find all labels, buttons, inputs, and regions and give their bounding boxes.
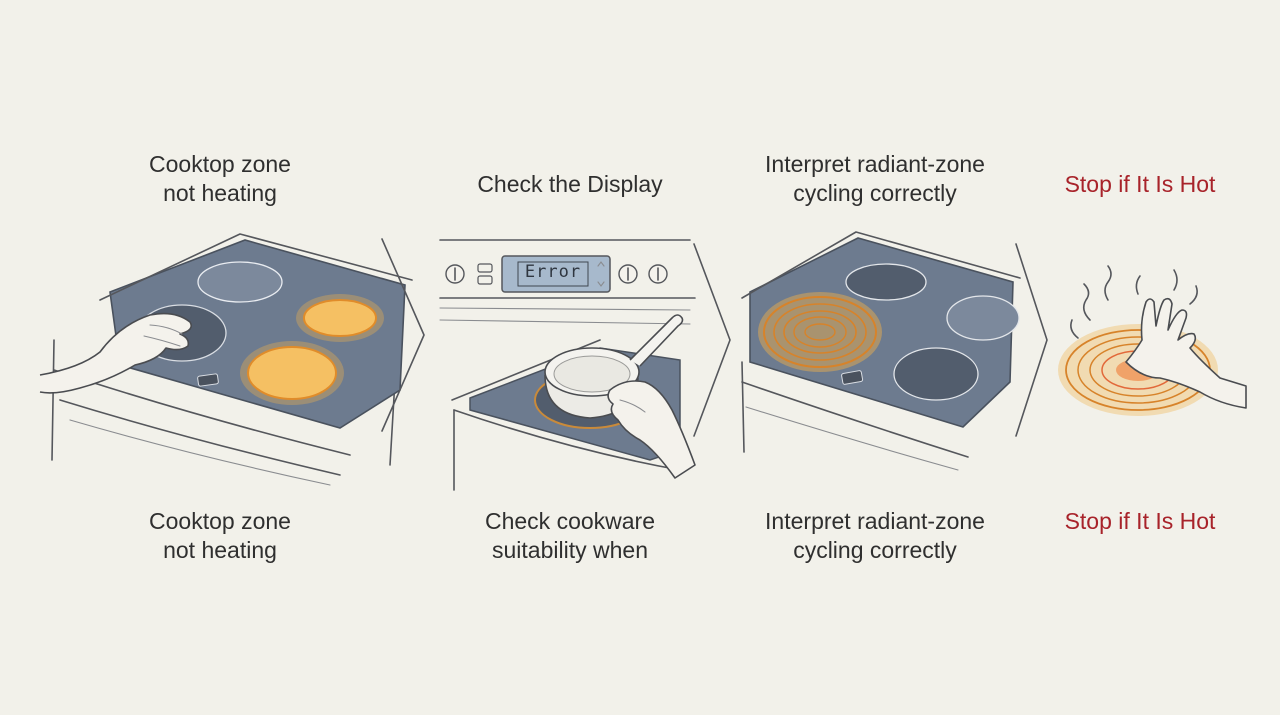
radiant-zone-coils — [758, 292, 882, 372]
step-3-panel: Interpret radiant-zone cycling correctly… — [730, 0, 1021, 715]
step-4-caption: Stop if It Is Hot — [1064, 508, 1216, 534]
button-icon — [477, 263, 493, 273]
step-2-panel: Check the Display Error — [420, 0, 720, 715]
step-4-title: Stop if It Is Hot — [1064, 171, 1216, 197]
step-1-panel: Cooktop zone not heating Cooktop zo — [20, 0, 420, 715]
chevron-right-icon — [378, 235, 428, 435]
burner-right — [946, 295, 1020, 341]
cooktop-illustration — [39, 230, 420, 490]
display-error-text: Error — [524, 262, 582, 282]
step-4-panel: Stop if It Is Hot Stop if It Is Hot — [1040, 0, 1247, 715]
chevron-right-icon — [1012, 240, 1052, 440]
burner-back — [845, 263, 927, 301]
step-1-title: Cooktop zone not heating — [149, 151, 291, 206]
step-1-caption: Cooktop zone not heating — [149, 508, 291, 563]
chevron-right-icon — [690, 240, 735, 440]
radiant-cooktop-illustration — [738, 231, 1028, 472]
hand-icon — [39, 312, 193, 394]
step-2-title: Check the Display — [477, 171, 663, 197]
hand-icon — [607, 380, 696, 479]
control-pad — [841, 370, 864, 385]
hot-surface-illustration — [1050, 260, 1250, 430]
control-panel — [439, 236, 700, 326]
display-screen — [501, 255, 611, 293]
control-pad — [197, 373, 219, 387]
step-3-title: Interpret radiant-zone cycling correctly — [765, 151, 985, 206]
step-3-caption: Interpret radiant-zone cycling correctly — [765, 508, 985, 563]
cooktop-drawing — [39, 233, 413, 486]
cookware-illustration — [450, 300, 720, 500]
hand-icon — [1125, 297, 1247, 409]
burner-back-left — [197, 261, 283, 303]
step-2-caption: Check cookware suitability when — [484, 508, 656, 563]
burner-front — [893, 347, 979, 401]
